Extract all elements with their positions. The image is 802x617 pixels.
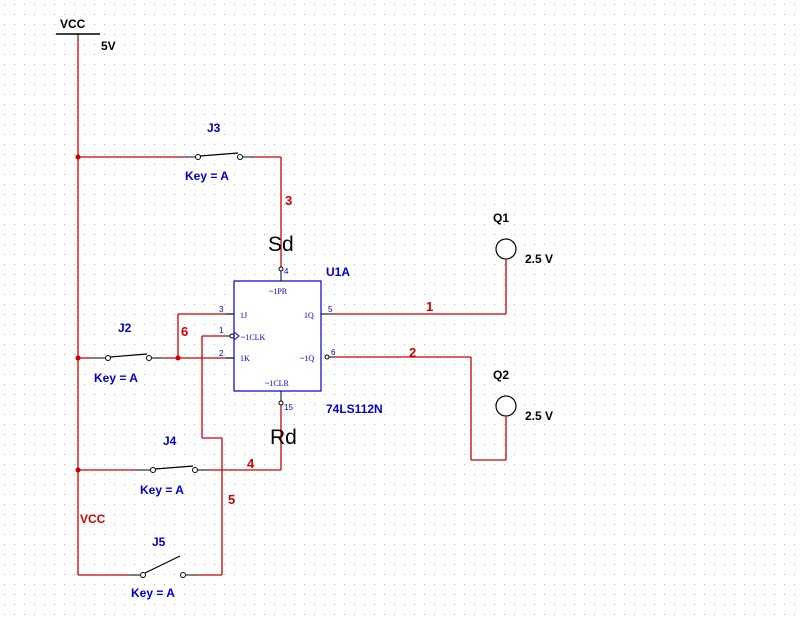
- pin-number-k: 2: [219, 349, 224, 358]
- probe-q2[interactable]: Q2 2.5 V: [493, 368, 553, 423]
- pin-name-clr: ~1CLR: [265, 379, 290, 388]
- net-label-vcc: VCC: [80, 512, 106, 526]
- rd-annotation: Rd: [270, 426, 297, 449]
- sd-annotation: Sd: [268, 233, 294, 256]
- switch-j5[interactable]: J5 Key = A: [127, 535, 198, 600]
- probe-q1-lamp: [495, 238, 517, 260]
- junction-dot: [75, 467, 81, 473]
- pin-number-clr: 15: [284, 403, 293, 412]
- net-label-4: 4: [247, 456, 255, 471]
- pr-inversion-bubble: [278, 266, 284, 272]
- probe-q2-ref: Q2: [493, 368, 509, 382]
- pin-number-clk: 1: [219, 326, 224, 335]
- switch-j3-key: Key = A: [185, 169, 229, 183]
- switch-j4-key: Key = A: [140, 483, 184, 497]
- switch-j5-ref: J5: [152, 535, 166, 549]
- junction-dot: [75, 154, 81, 160]
- probe-q2-value: 2.5 V: [525, 409, 553, 423]
- net-label-1: 1: [426, 299, 433, 314]
- switch-j5-key: Key = A: [131, 586, 175, 600]
- probe-q2-lamp: [495, 395, 517, 417]
- pin-name-q: 1Q: [304, 311, 314, 320]
- ic-body: [233, 280, 322, 392]
- pin-name-j: 1J: [240, 311, 247, 320]
- net-label-2: 2: [409, 345, 416, 360]
- ic-74ls112n[interactable]: ~1PR 1J ~1CLK 1K 1Q ~1Q ~1CLR 4 3 1 2 5 …: [219, 265, 383, 416]
- probe-q1-value: 2.5 V: [525, 252, 553, 266]
- pin-name-qn: ~1Q: [300, 354, 314, 363]
- probe-q1[interactable]: Q1 2.5 V: [493, 211, 553, 266]
- net-label-5: 5: [228, 492, 235, 507]
- pin-number-qn: 6: [331, 348, 336, 357]
- net-label-6: 6: [181, 324, 188, 339]
- clk-inversion-bubble: [229, 333, 235, 339]
- pin-number-j: 3: [219, 305, 224, 314]
- pin-name-clk: ~1CLK: [241, 333, 266, 342]
- vcc-power-symbol[interactable]: VCC 5V: [56, 17, 116, 53]
- switch-j4-ref: J4: [163, 434, 177, 448]
- switch-j3-ref: J3: [207, 121, 221, 135]
- net-label-3: 3: [285, 193, 292, 208]
- switch-j2-ref: J2: [118, 321, 132, 335]
- qn-inversion-bubble: [324, 354, 330, 360]
- ic-part-label: 74LS112N: [326, 402, 383, 416]
- net-labels: 1 2 3 4 5 6 VCC: [80, 193, 433, 526]
- switch-j3[interactable]: J3 Key = A: [183, 121, 254, 183]
- junction-dot: [75, 355, 81, 361]
- junctions: [75, 154, 181, 473]
- vcc-value: 5V: [101, 39, 116, 53]
- clr-inversion-bubble: [278, 400, 284, 406]
- switch-j4[interactable]: J4 Key = A: [136, 434, 210, 497]
- switch-j2[interactable]: J2 Key = A: [90, 321, 164, 385]
- pin-number-q: 5: [328, 305, 333, 314]
- junction-dot: [175, 355, 181, 361]
- switch-j2-key: Key = A: [94, 371, 138, 385]
- pin-name-pr: ~1PR: [269, 287, 288, 296]
- probe-q1-ref: Q1: [493, 211, 509, 225]
- ic-ref-label: U1A: [326, 265, 350, 279]
- clk-triangle: [233, 331, 240, 341]
- pin-number-pr: 4: [284, 267, 289, 276]
- vcc-label: VCC: [60, 17, 86, 31]
- pin-name-k: 1K: [240, 354, 250, 363]
